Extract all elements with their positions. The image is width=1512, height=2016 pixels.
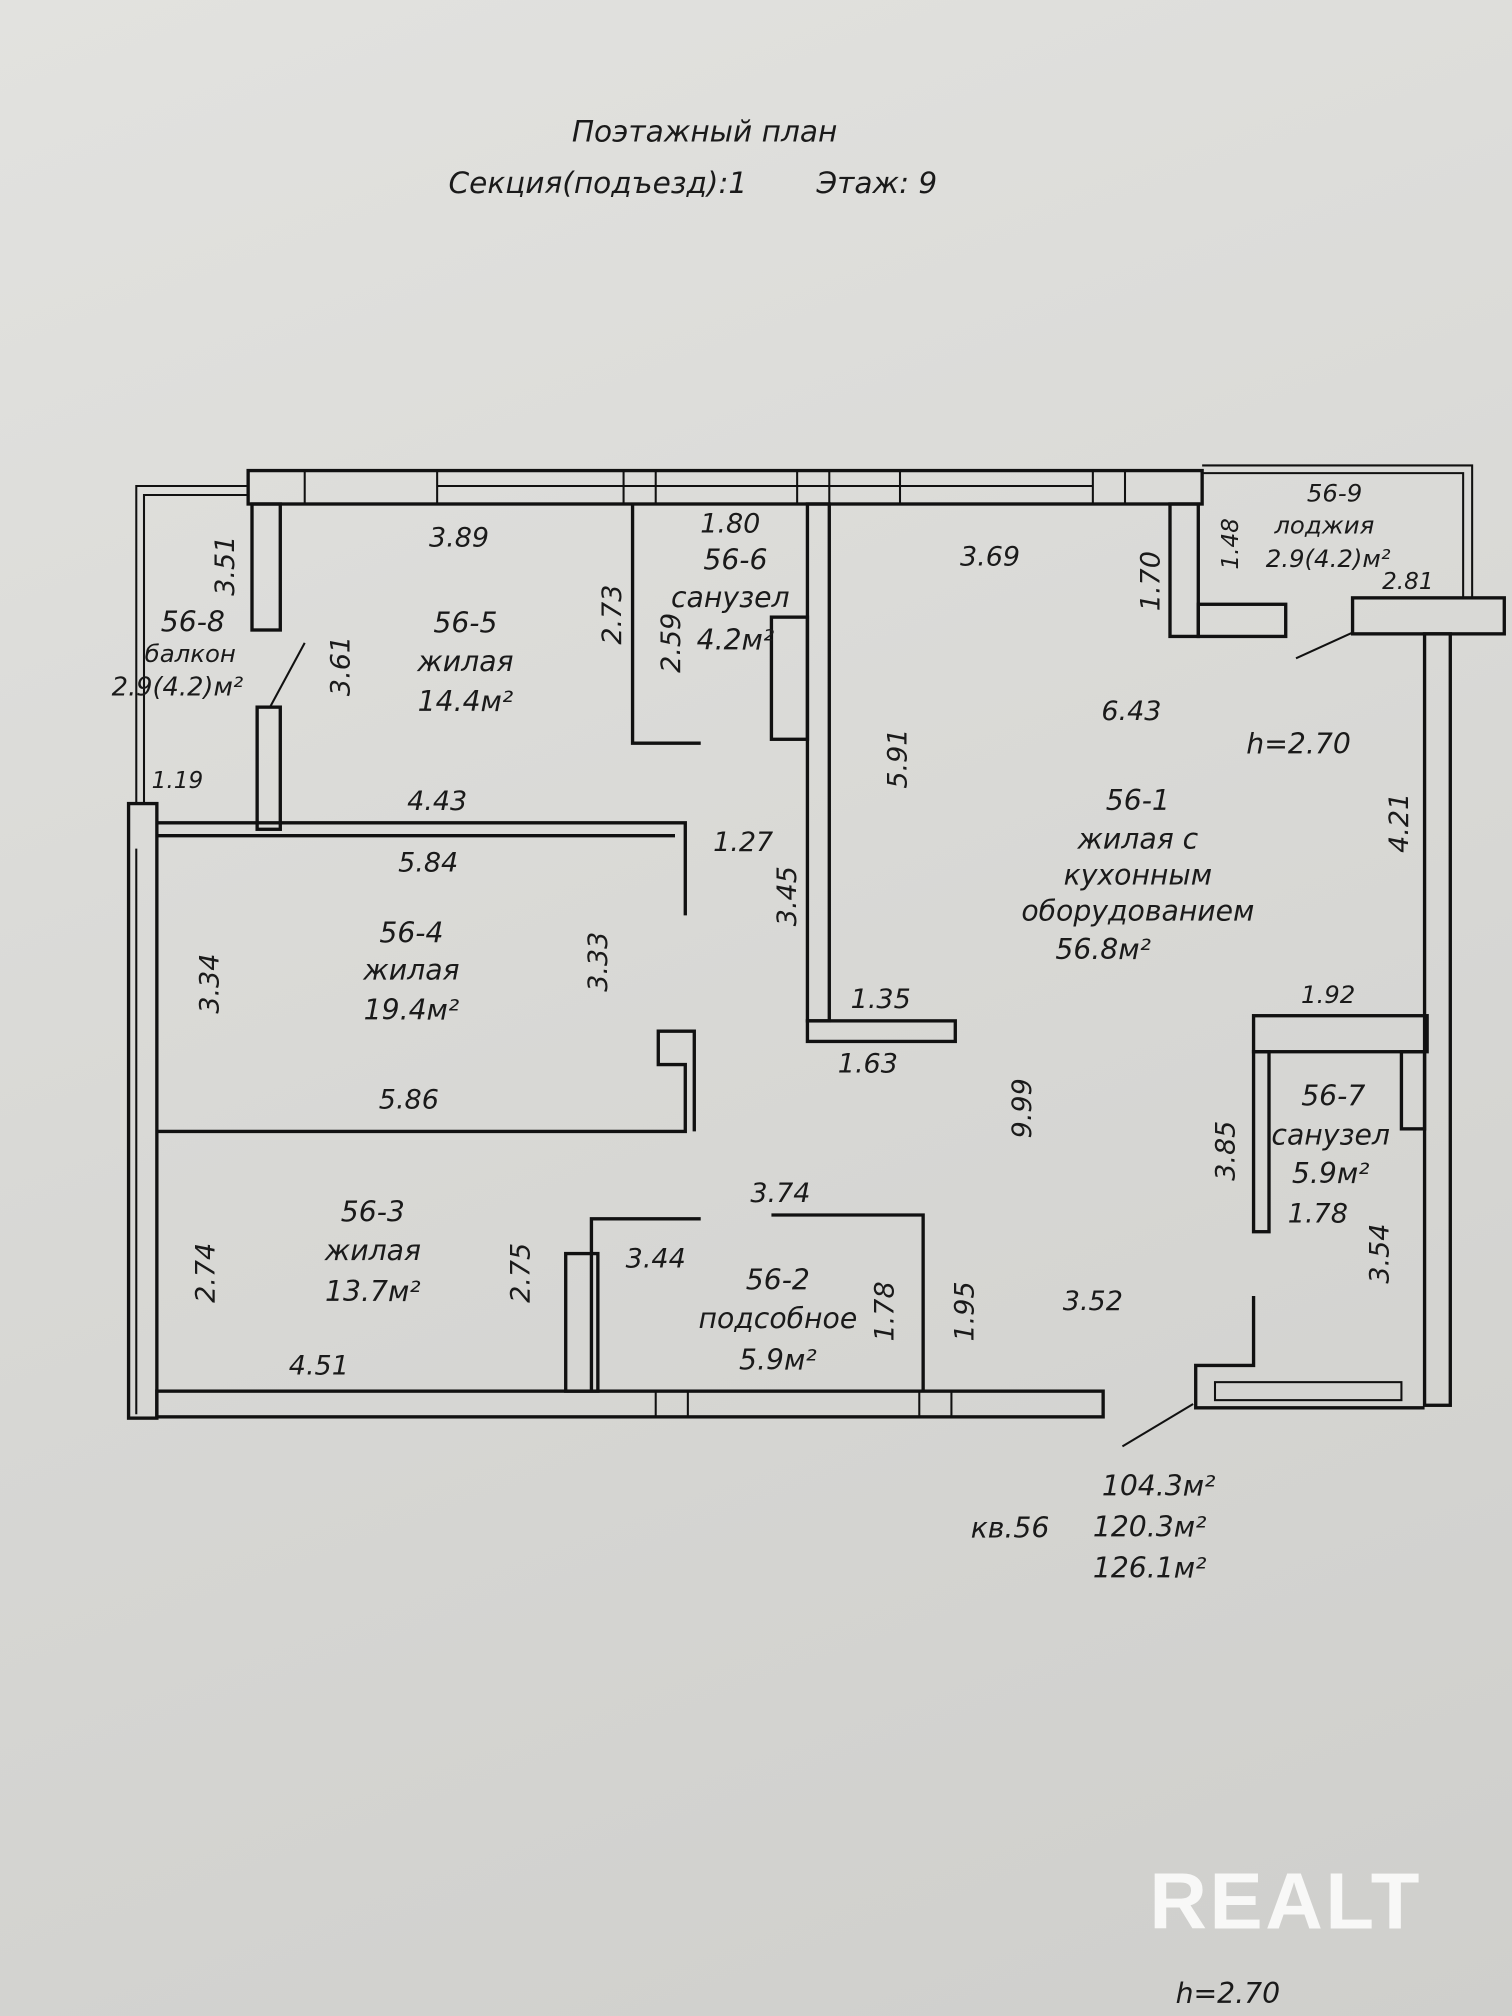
room-type: оборудованием	[1021, 895, 1254, 928]
room-56-1: 56-1 жилая с кухонным оборудованием 56.8…	[1021, 784, 1254, 966]
ceiling-height-footer: h=2.70	[1176, 1977, 1281, 2010]
room-area: 2.9(4.2)м²	[112, 673, 244, 703]
room-type: жилая	[362, 954, 459, 987]
section-label: Секция(подъезд):1	[448, 166, 747, 200]
walls	[126, 464, 1506, 1448]
room-56-2: 56-2 подсобное 5.9м²	[698, 1264, 857, 1377]
dimension-label: 3.89	[429, 522, 489, 553]
room-id: 56-2	[746, 1264, 810, 1297]
room-area: 56.8м²	[1055, 933, 1151, 966]
floor-label: Этаж: 9	[815, 166, 937, 200]
ceiling-height: h=2.70	[1246, 727, 1351, 760]
dimension-label: 3.33	[583, 932, 614, 992]
dimension-label: 1.63	[838, 1048, 898, 1079]
room-56-5: 56-5 жилая 14.4м²	[416, 607, 513, 718]
room-type: санузел	[671, 581, 790, 614]
dimension-label: 5.91	[882, 729, 913, 789]
dimension-label: 3.34	[195, 954, 226, 1014]
dimension-label: 6.43	[1101, 696, 1161, 727]
room-id: 56-7	[1301, 1080, 1365, 1113]
room-56-3: 56-3 жилая 13.7м²	[324, 1195, 421, 1308]
room-type: подсобное	[698, 1302, 857, 1335]
dimension-label: 4.51	[289, 1350, 349, 1381]
room-type: жилая с	[1076, 823, 1198, 856]
dimension-label: 2.81	[1382, 569, 1434, 595]
dimensions: 3.89 1.80 3.69 6.43 2.81 1.19 4.43 5.84 …	[152, 508, 1434, 1381]
dimension-label: 4.21	[1384, 793, 1415, 853]
room-area: 2.9(4.2)м²	[1266, 544, 1391, 573]
dimension-label: 1.48	[1218, 518, 1244, 569]
dimension-label: 3.45	[772, 866, 803, 926]
dimension-label: 2.74	[191, 1243, 222, 1303]
dimension-label: 1.78	[870, 1281, 901, 1341]
room-id: 56-1	[1106, 784, 1170, 817]
room-56-7: 56-7 санузел 5.9м²	[1271, 1080, 1390, 1190]
dimension-label: 1.78	[1288, 1199, 1348, 1230]
dimension-label: 3.85	[1210, 1121, 1241, 1181]
room-id: 56-4	[379, 916, 443, 949]
dimension-label: 1.35	[851, 984, 911, 1015]
dimension-label: 1.70	[1136, 551, 1167, 611]
room-area: 13.7м²	[325, 1275, 421, 1308]
room-type: лоджия	[1273, 511, 1374, 540]
dimension-label: 1.92	[1301, 980, 1355, 1009]
dimension-label: 2.59	[656, 613, 687, 673]
total-area: 126.1м²	[1093, 1552, 1207, 1585]
dimension-label: 3.74	[750, 1178, 810, 1209]
room-area: 14.4м²	[418, 685, 514, 718]
dimension-label: 3.44	[626, 1244, 686, 1275]
dimension-label: 1.27	[713, 827, 773, 858]
dimension-label: 3.52	[1063, 1286, 1123, 1317]
dimension-label: 9.99	[1007, 1078, 1038, 1138]
room-area: 4.2м²	[697, 623, 775, 656]
dimension-label: 3.54	[1365, 1224, 1396, 1284]
room-id: 56-3	[341, 1195, 405, 1228]
dimension-label: 3.51	[210, 536, 241, 596]
dimension-label: 5.86	[379, 1084, 439, 1115]
realt-watermark: REALT	[1149, 1857, 1422, 1946]
apartment-label: кв.56	[971, 1512, 1050, 1545]
room-id: 56-5	[433, 607, 497, 640]
room-id: 56-9	[1307, 478, 1362, 507]
room-area: 19.4м²	[364, 994, 460, 1027]
total-area: 120.3м²	[1093, 1510, 1207, 1543]
room-56-9: 56-9 лоджия 2.9(4.2)м²	[1266, 478, 1391, 573]
dimension-label: 2.73	[597, 585, 628, 645]
room-type: кухонным	[1064, 859, 1212, 892]
dimension-label: 1.80	[700, 508, 760, 539]
room-area: 5.9м²	[1292, 1157, 1370, 1190]
room-type: балкон	[145, 639, 236, 668]
plan-title: Поэтажный план	[572, 114, 837, 148]
room-type: жилая	[324, 1234, 421, 1267]
room-area: 5.9м²	[739, 1343, 817, 1376]
dimension-label: 5.84	[398, 848, 458, 879]
room-56-8: 56-8 балкон 2.9(4.2)м²	[112, 605, 244, 702]
room-56-6: 56-6 санузел 4.2м²	[671, 544, 790, 657]
dimension-label: 2.75	[506, 1243, 537, 1303]
dimension-label: 3.69	[960, 542, 1020, 573]
dimension-label: 3.61	[326, 636, 357, 696]
room-id: 56-8	[161, 605, 225, 638]
dimension-label: 1.19	[152, 768, 204, 794]
total-area: 104.3м²	[1102, 1469, 1216, 1502]
dimension-label: 4.43	[407, 786, 467, 817]
apartment-summary: кв.56 104.3м² 120.3м² 126.1м²	[971, 1469, 1216, 1584]
dimension-label: 1.95	[949, 1281, 980, 1341]
room-type: санузел	[1271, 1118, 1390, 1151]
room-type: жилая	[416, 645, 513, 678]
room-56-4: 56-4 жилая 19.4м²	[362, 916, 459, 1026]
room-id: 56-6	[703, 544, 767, 577]
